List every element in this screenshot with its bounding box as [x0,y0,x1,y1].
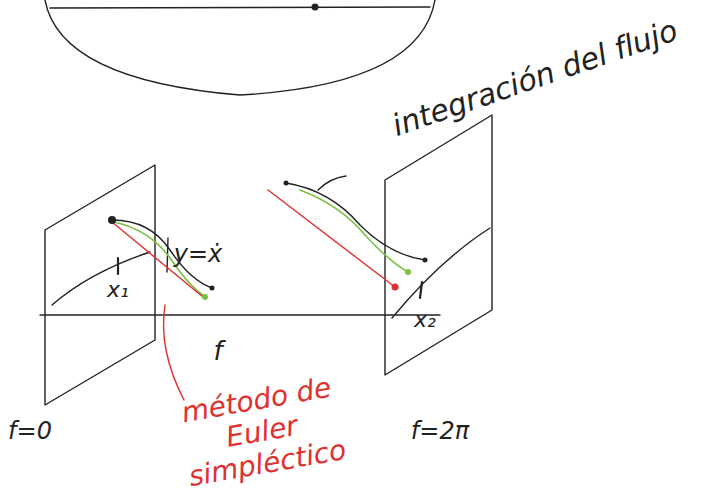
point-label: x₁ [93,277,143,302]
point-dot [202,294,208,300]
ellipse-arc [45,0,435,95]
section-curve [392,228,490,318]
point-dot [284,181,289,186]
method-note: método de Euler simpléctico [160,368,364,496]
point-label: x₂ [400,307,450,332]
x1-tick [117,258,119,274]
leader-line [318,176,346,190]
point-dot [210,286,215,291]
plane-label: f=2π [395,418,485,446]
leader-line [164,305,184,400]
point-dot [423,258,428,263]
euler-line [268,190,395,287]
plane-end [385,115,492,375]
axis-label: y=ẋ [158,241,238,269]
point-dot [405,269,411,275]
point-dot [392,284,399,291]
point-dot [312,4,319,11]
flow-note: integración del flujo [350,0,717,156]
x2-tick [420,282,422,298]
plane-label: f=0 [0,418,65,446]
plane-start [45,165,155,405]
point-dot [108,216,116,224]
f-axis [40,314,440,315]
section-curve [52,252,150,305]
ellipse-axis [50,7,430,8]
symplectic-step [300,190,408,272]
axis-label: f [198,337,238,367]
flow-curve [286,183,425,260]
